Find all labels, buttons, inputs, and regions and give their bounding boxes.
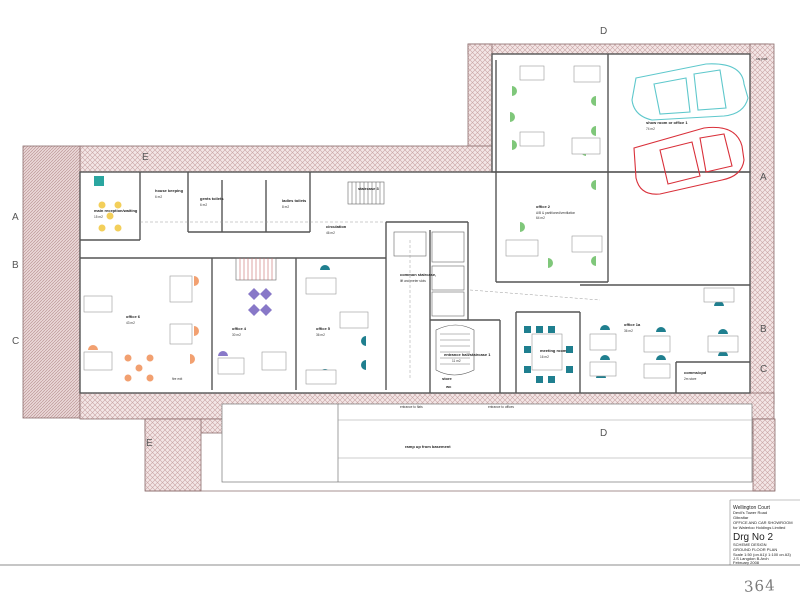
tb-author: J.S Langdon B.Arch bbox=[733, 556, 769, 561]
room-office1a-area: 36 m2 bbox=[624, 329, 633, 333]
title-block: Wellington Court Devil's Tower Road Gibr… bbox=[729, 499, 800, 565]
room-comms-name: comms/cpd bbox=[684, 370, 707, 375]
grid-letter-c-left: C bbox=[12, 336, 19, 347]
room-showroom-area: 74 m2 bbox=[646, 127, 655, 131]
handwritten-page-number: 364 bbox=[743, 576, 777, 596]
room-comms-area: 2m store bbox=[684, 377, 697, 381]
room-commonstair-name: common staircase, bbox=[400, 272, 436, 277]
room-meeting-area: 16 m2 bbox=[540, 355, 549, 359]
room-office1a-name: office 1a bbox=[624, 322, 641, 327]
room-office5-area: 36 m2 bbox=[316, 333, 325, 337]
tb-project: Wellington Court bbox=[733, 505, 770, 511]
room-reception-area: 15 m2 bbox=[94, 215, 103, 219]
grid-letter-d-top: D bbox=[600, 26, 607, 37]
room-showroom-name: show room or office 1 bbox=[646, 120, 688, 125]
room-office5-name: office 5 bbox=[316, 326, 331, 331]
room-office2-area: 64 m2 bbox=[536, 216, 545, 220]
ramp-area: ramp up from basement bbox=[221, 403, 753, 483]
room-entrancehall-name: entrance hall/staircase 1 bbox=[444, 352, 491, 357]
stairs bbox=[235, 181, 475, 376]
room-gents-name: gents toilets bbox=[200, 196, 224, 201]
tb-scale: Scale 1:50 (on A1)/ 1:100 on A3) bbox=[733, 552, 791, 557]
tb-address1: Devil's Tower Road bbox=[733, 510, 767, 515]
tb-client: for Waterloo Holdings Limited bbox=[733, 525, 785, 530]
room-circulation-area: 46 m2 bbox=[326, 231, 335, 235]
furniture-reception bbox=[94, 176, 122, 232]
room-entrancehall-area: 11 m2 bbox=[452, 359, 461, 363]
room-office6-area: 43 m2 bbox=[126, 321, 135, 325]
furniture-office2 bbox=[505, 65, 603, 268]
room-wc-name: wc bbox=[445, 384, 452, 389]
grid-letter-b-left: B bbox=[12, 260, 19, 271]
room-office4-area: 30 m2 bbox=[232, 333, 241, 337]
room-office2-sub: A/B & partitioned/ventilation bbox=[536, 211, 575, 215]
grid-letters: D A B C E A B C D E bbox=[12, 26, 767, 449]
room-labels: main reception/waiting 15 m2 house keepi… bbox=[94, 57, 768, 409]
furniture-office6 bbox=[83, 275, 199, 382]
furniture-meeting bbox=[524, 326, 573, 383]
room-store-name: store bbox=[442, 376, 453, 381]
dashed-guides bbox=[140, 221, 601, 380]
tb-stage: SCHEME DESIGN bbox=[733, 542, 767, 547]
room-meeting-name: meeting room bbox=[540, 348, 567, 353]
room-office6-name: office 6 bbox=[126, 314, 141, 319]
fire-exit-label: fire exit bbox=[172, 377, 182, 381]
entrance-flats-label: entrance to flats bbox=[400, 405, 423, 409]
furniture-office1a bbox=[589, 287, 739, 379]
ramp-label: ramp up from basement bbox=[405, 444, 451, 449]
room-office4-name: office 4 bbox=[232, 326, 247, 331]
car-cyan bbox=[631, 63, 749, 121]
grid-letter-e-bottom: E bbox=[146, 438, 153, 449]
grid-letter-a-right: A bbox=[760, 172, 767, 183]
room-circulation-name: circulation bbox=[326, 224, 347, 229]
interior-partitions bbox=[79, 53, 751, 394]
room-office2-name: office 2 bbox=[536, 204, 551, 209]
grid-letter-e-top: E bbox=[142, 152, 149, 163]
room-staircase3-name: staircase 3 bbox=[358, 186, 379, 191]
room-ladies-name: ladies toilets bbox=[282, 198, 307, 203]
tb-sheet: GROUND FLOOR PLAN bbox=[733, 547, 777, 552]
grid-letter-a-left: A bbox=[12, 212, 19, 223]
room-housekeeping-area: 6 m2 bbox=[155, 195, 162, 199]
grid-letter-b-right: B bbox=[760, 324, 767, 335]
entrance-offices-label: entrance to offices bbox=[488, 405, 514, 409]
room-reception-name: main reception/waiting bbox=[94, 208, 138, 213]
car-red bbox=[633, 126, 745, 195]
grid-letter-d-bottom: D bbox=[600, 428, 607, 439]
furniture-office4 bbox=[217, 288, 287, 375]
tb-desc: OFFICE AND CAR SHOWROOM bbox=[733, 520, 793, 525]
grid-letter-c-right: C bbox=[760, 364, 767, 375]
tb-address2: Gibraltar bbox=[733, 515, 749, 520]
furniture-office5 bbox=[305, 265, 369, 385]
room-commonstair-sub: lift and meter slots bbox=[400, 279, 426, 283]
room-gents-area: 6 m2 bbox=[200, 203, 207, 207]
car-park-label: car park bbox=[756, 57, 768, 61]
room-housekeeping-name: house keeping bbox=[155, 188, 184, 193]
tb-date: February 2008 bbox=[733, 560, 760, 565]
tb-drg: Drg No 2 bbox=[733, 532, 773, 543]
room-ladies-area: 8 m2 bbox=[282, 205, 289, 209]
